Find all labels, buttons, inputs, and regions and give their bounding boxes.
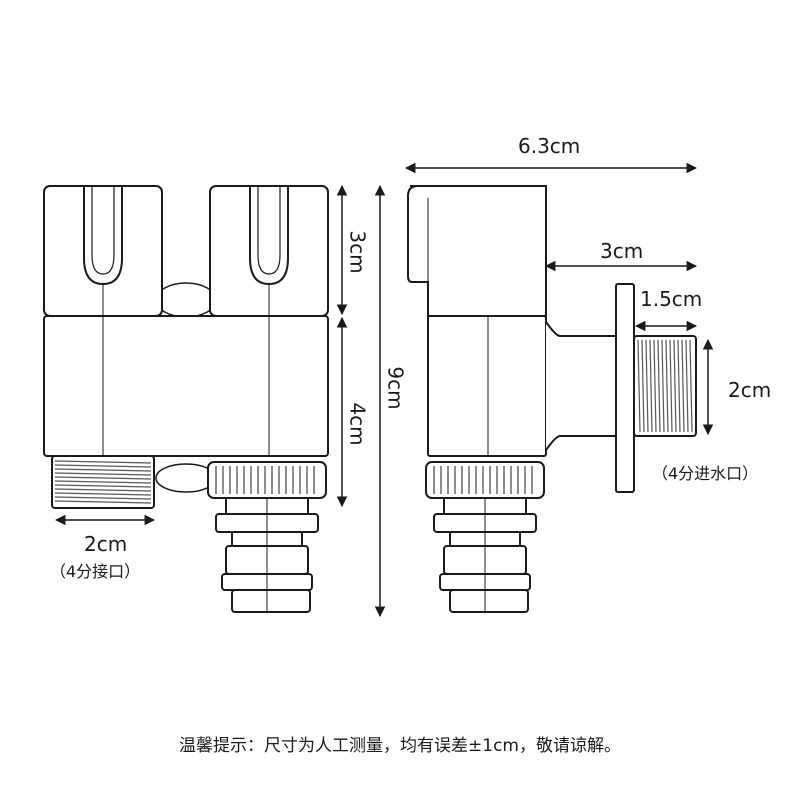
thread-line <box>653 339 657 433</box>
label-body-height: 4cm <box>345 402 370 446</box>
thread-line <box>54 488 152 492</box>
thread-line <box>637 339 641 433</box>
side-inlet-thread <box>633 335 697 437</box>
label-front-outlet-width: 2cm <box>84 532 128 556</box>
label-front-outlet-note: （4分接口） <box>50 562 141 581</box>
thread-line <box>677 339 681 433</box>
thread-line <box>54 468 152 472</box>
front-left-knob <box>43 185 163 317</box>
side-flange <box>615 283 635 493</box>
footer-tip: 温馨提示：尺寸为人工测量，均有误差±1cm，敬请谅解。 <box>179 736 621 756</box>
thread-line <box>54 464 152 468</box>
side-handle <box>407 185 547 317</box>
thread-line <box>54 484 152 488</box>
front-right-knob <box>209 185 329 317</box>
thread-line <box>665 339 669 433</box>
thread-line <box>657 339 661 433</box>
side-quick-connector <box>433 497 537 613</box>
label-knob-height: 3cm <box>345 230 370 274</box>
front-rear-ring <box>155 282 217 318</box>
thread-line <box>689 339 693 433</box>
label-side-total-width: 6.3cm <box>518 134 581 158</box>
thread-line <box>54 480 152 484</box>
thread-line <box>681 339 685 433</box>
front-right-nut <box>207 461 327 499</box>
thread-line <box>685 339 689 433</box>
label-inlet-diameter: 2cm <box>728 378 772 402</box>
thread-line <box>641 339 645 433</box>
side-view <box>407 185 697 613</box>
thread-line <box>669 339 673 433</box>
label-side-inlet-length: 3cm <box>600 239 644 263</box>
label-total-height: 9cm <box>383 366 408 410</box>
thread-line <box>54 476 152 480</box>
thread-line <box>649 339 653 433</box>
thread-line <box>673 339 677 433</box>
thread-line <box>54 460 152 464</box>
thread-line <box>661 339 665 433</box>
thread-line <box>54 500 152 504</box>
front-quick-connector <box>215 497 319 613</box>
side-body <box>427 315 547 457</box>
thread-line <box>645 339 649 433</box>
thread-line <box>54 496 152 500</box>
side-nut <box>425 461 545 499</box>
thread-line <box>54 492 152 496</box>
front-view <box>43 185 329 613</box>
front-left-thread <box>51 455 155 509</box>
side-inlet-pipe <box>545 321 617 451</box>
label-inlet-thread-length: 1.5cm <box>640 287 703 311</box>
thread-line <box>54 472 152 476</box>
front-body <box>43 315 329 457</box>
label-inlet-note: （4分进水口） <box>652 464 759 483</box>
